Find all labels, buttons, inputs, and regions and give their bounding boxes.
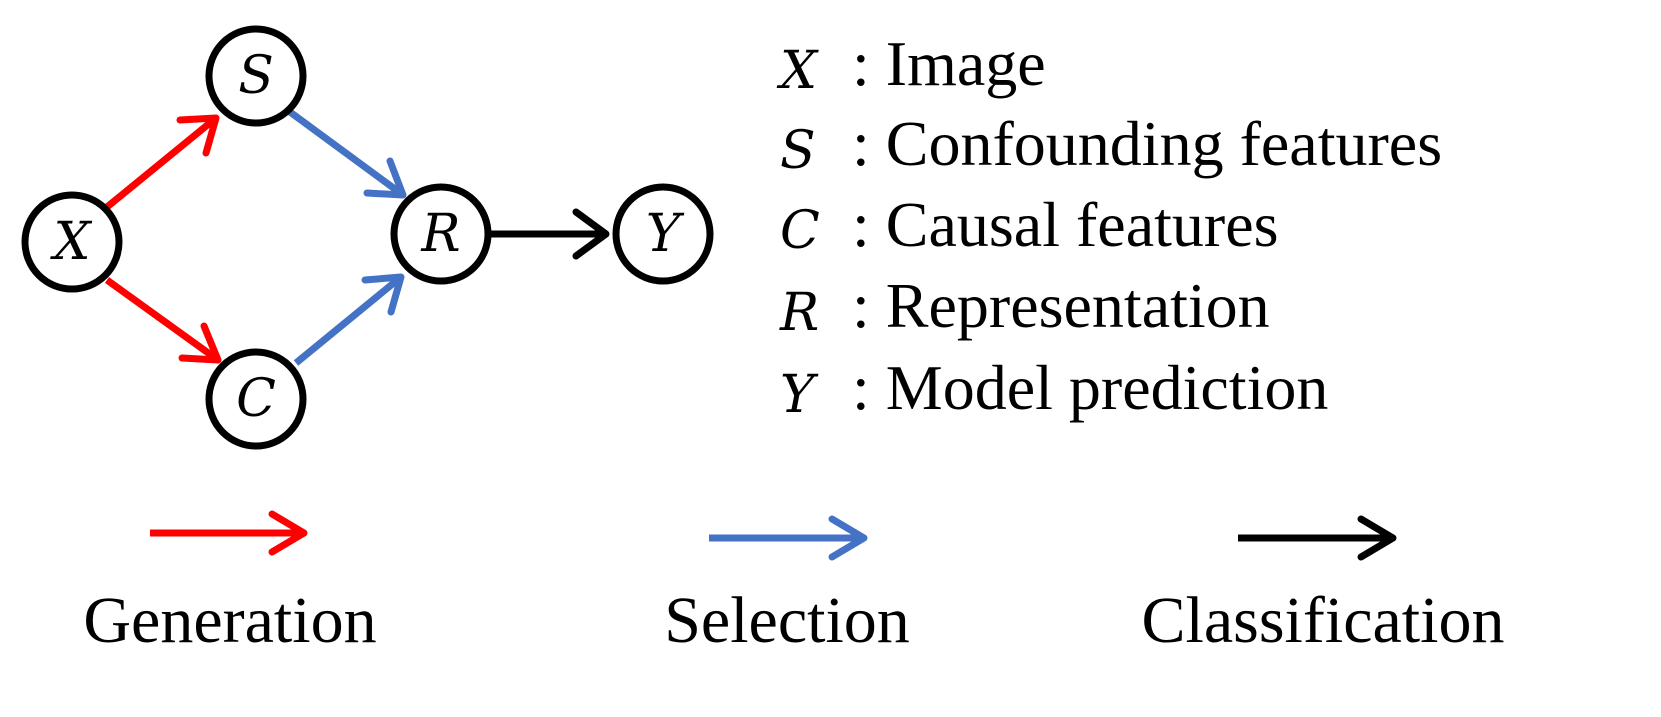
svg-text:S: S [780, 121, 816, 181]
edge-s-to-r [287, 109, 407, 199]
edge-x-to-c [104, 277, 222, 364]
svg-text:: Image: : Image [852, 28, 1046, 99]
legend-row-s: S : Confounding features [780, 108, 1442, 181]
selection-label: Selection [664, 584, 910, 657]
svg-text:C: C [780, 201, 820, 261]
svg-text:Y: Y [646, 204, 685, 264]
edge-x-to-s [104, 114, 220, 210]
svg-text:Y: Y [780, 365, 819, 425]
legend-row-y: Y : Model prediction [780, 352, 1328, 425]
svg-text:: Model prediction: : Model prediction [852, 352, 1328, 423]
variable-legend: X : Image S : Confounding features C : C… [776, 28, 1442, 425]
edge-c-to-r [293, 273, 405, 366]
svg-text:X: X [776, 41, 819, 101]
legend-row-r: R : Representation [779, 270, 1270, 343]
svg-text:: Causal features: : Causal features [852, 189, 1279, 260]
classification-label: Classification [1142, 584, 1505, 657]
svg-text:R: R [779, 283, 819, 343]
generation-label: Generation [83, 584, 376, 657]
svg-text:R: R [420, 204, 460, 264]
svg-text:: Confounding features: : Confounding features [852, 108, 1442, 179]
svg-text:C: C [236, 369, 276, 429]
svg-text:X: X [49, 212, 92, 272]
legend-row-c: C : Causal features [780, 189, 1279, 261]
arrow-legend-generation: Generation [83, 510, 377, 657]
svg-text:: Representation: : Representation [852, 270, 1270, 341]
node-s: S [205, 25, 307, 127]
edge-r-to-y [490, 208, 610, 260]
legend-row-x: X : Image [776, 28, 1046, 101]
svg-text:S: S [238, 46, 274, 106]
arrow-legend-selection: Selection [664, 515, 910, 657]
node-x: X [21, 191, 123, 293]
node-r: R [390, 183, 492, 285]
node-c: C [205, 348, 307, 450]
node-y: Y [612, 183, 714, 285]
arrow-legend-classification: Classification [1142, 515, 1505, 657]
